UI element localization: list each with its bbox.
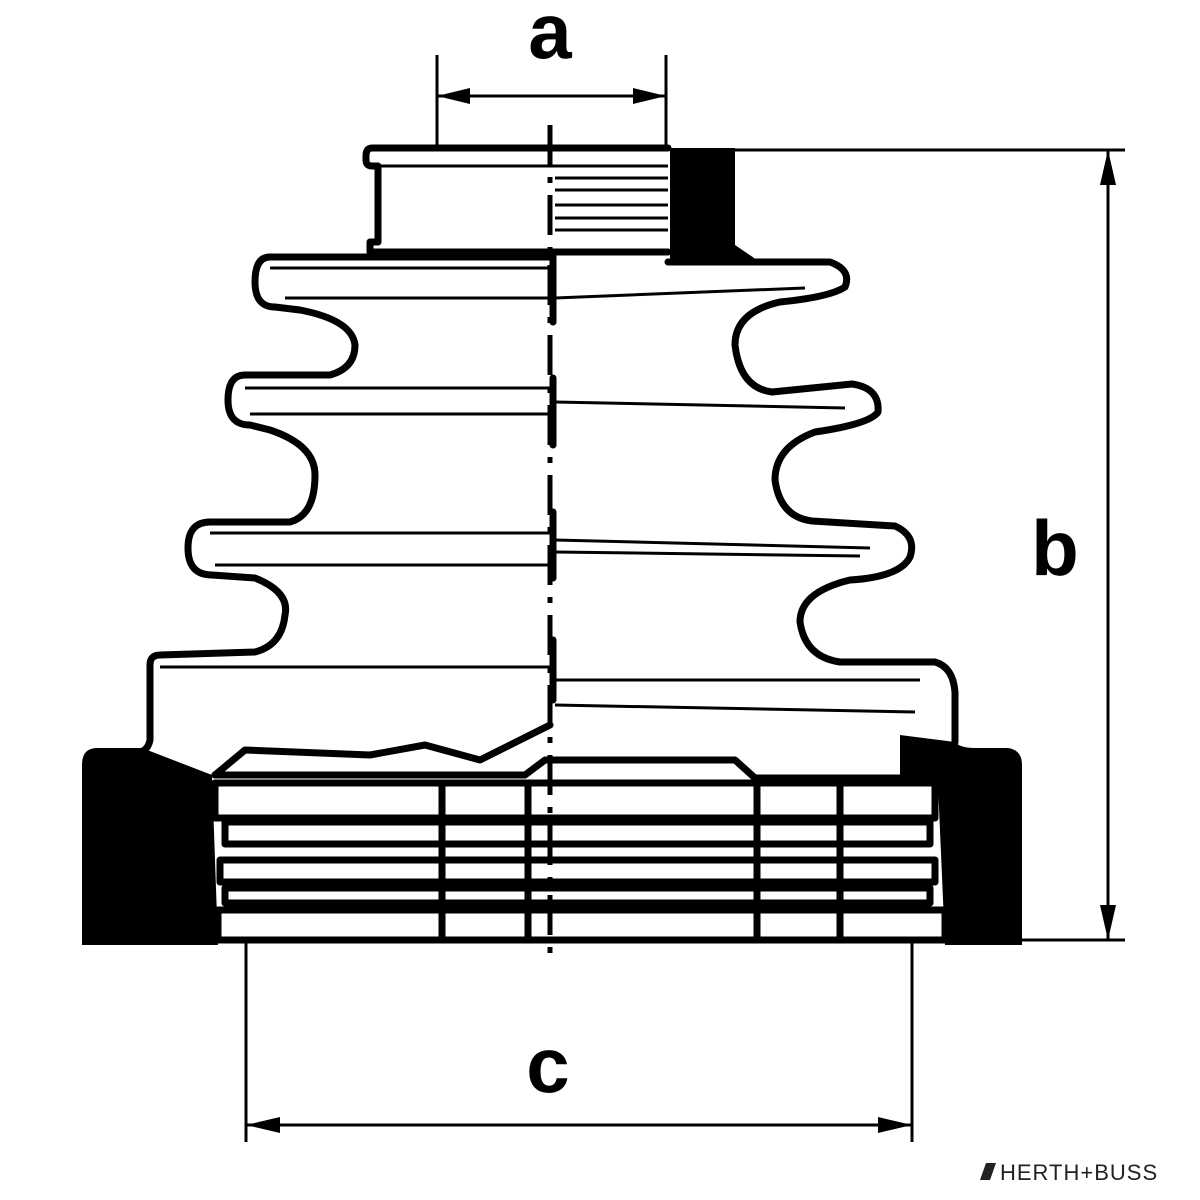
top-collar [362,144,760,262]
bellows-left-profile [136,253,557,756]
bellows-right-fold-lines [554,286,920,714]
dimension-b-label: b [1031,504,1079,592]
dimension-c: c [244,940,914,1142]
left-clamp-ring [82,748,218,945]
brand-name: HERTH+BUSS [1000,1160,1158,1185]
bellows-left-fold-lines [160,253,557,704]
dimension-a: a [435,0,668,150]
right-clamp-ring [900,735,1022,945]
brand-logo: HERTH+BUSS [980,1160,1158,1185]
dimension-a-label: a [528,0,572,75]
dimension-b: b [735,148,1125,942]
dimension-c-label: c [526,1021,569,1109]
inner-insert [211,721,949,944]
bellows-right-profile [664,258,959,746]
